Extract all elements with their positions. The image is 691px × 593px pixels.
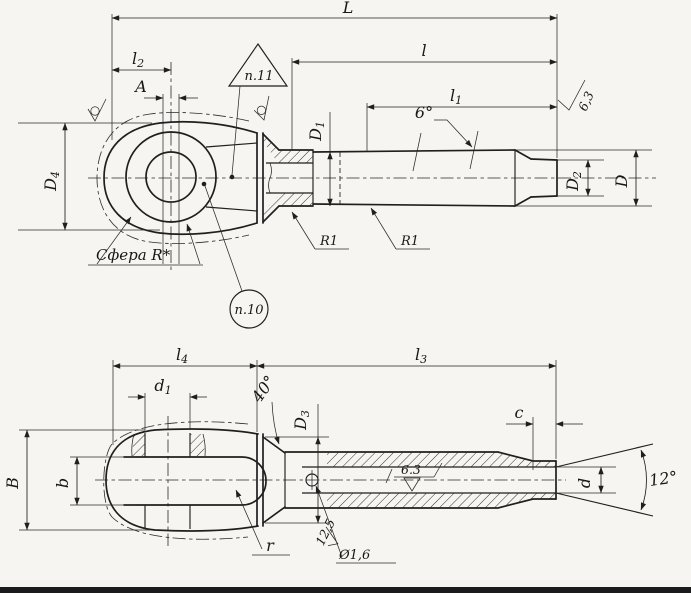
- eye-boss-circle: [125, 131, 217, 223]
- radius-label-R1-right: R1: [400, 234, 419, 249]
- roughness-mark-6-3-shank: 6,3: [557, 79, 597, 113]
- centerlines-top: [88, 62, 656, 272]
- bottom-view: l4 l3 d1 B b D3 40°: [3, 345, 679, 564]
- angle-label-6deg: 6°: [415, 103, 433, 122]
- callout-label-p10: п.10: [234, 303, 263, 318]
- part-outline-bottom: [103, 421, 654, 540]
- dimensions-bottom: l4 l3 d1 B b D3 40°: [3, 345, 679, 564]
- dim-label-c: c: [515, 403, 524, 422]
- dim-label-l4: l4: [176, 345, 188, 366]
- top-view: L l l1 l2 A D4 D1 D D2: [18, 0, 656, 329]
- dimensions-top: L l l1 l2 A D4 D1 D D2: [18, 0, 652, 250]
- roughness-symbols-top: 6,3: [87, 79, 597, 122]
- dim-label-l1: l1: [450, 86, 462, 107]
- radius-label-r: r: [266, 536, 275, 555]
- fork-slot-outline: [123, 456, 267, 506]
- dim-label-D3: D3: [291, 410, 312, 431]
- roughness-mark-12-5-hole: 12,5: [312, 516, 339, 548]
- dim-label-l2: l2: [132, 49, 144, 70]
- hole-diameter-label: Ø1,6: [338, 548, 370, 563]
- callout-dot-p10: [201, 181, 207, 187]
- dim-label-D4: D4: [41, 171, 62, 192]
- no-machining-symbol-left: [87, 98, 107, 122]
- section-hatching-top: [263, 134, 313, 222]
- roughness-mark-6-3-bore: 6.3: [385, 462, 443, 492]
- dim-label-L: L: [342, 0, 354, 17]
- callout-triangle-p11: [227, 42, 289, 87]
- callouts-top: п.11 п.10 Сфера R*: [88, 42, 289, 329]
- roughness-value-shank: 6,3: [575, 89, 597, 113]
- roughness-value-bore: 6.3: [401, 462, 421, 477]
- callout-label-p11: п.11: [244, 69, 273, 84]
- no-machining-symbol-middle: [253, 95, 270, 121]
- eye-head-outline: [103, 120, 258, 236]
- angle-label-12deg: 12°: [648, 467, 679, 490]
- section-hatching-bottom: [131, 433, 556, 508]
- sphere-phantom-outline-bottom: [103, 421, 249, 540]
- dim-label-A: A: [133, 77, 147, 96]
- eye-hole-circle: [145, 151, 197, 203]
- dim-label-D2: D2: [563, 171, 584, 192]
- centerlines-bottom: [95, 416, 566, 546]
- dim-label-l3: l3: [415, 345, 427, 366]
- angle-label-40deg: 40°: [247, 372, 279, 407]
- dim-label-D: D: [612, 174, 631, 188]
- sphere-note-label: Сфера R*: [96, 246, 171, 264]
- dim-label-B: B: [3, 477, 22, 490]
- dim-label-l: l: [421, 41, 426, 60]
- sphere-phantom-outline: [96, 112, 250, 244]
- cable-break-line: [268, 162, 272, 194]
- radius-label-R1-left: R1: [319, 234, 338, 249]
- roughness-value-hole: 12,5: [312, 516, 338, 548]
- callout-dot-p11: [229, 174, 235, 180]
- scan-edge-bar: [0, 587, 691, 593]
- dim-label-d: d: [575, 478, 594, 488]
- dim-label-b: b: [53, 478, 72, 488]
- callout-circle-p10: [229, 289, 269, 329]
- dim-label-d1: d1: [154, 376, 171, 397]
- fork-head-outline: [105, 428, 259, 532]
- dim-label-D1: D1: [306, 121, 327, 142]
